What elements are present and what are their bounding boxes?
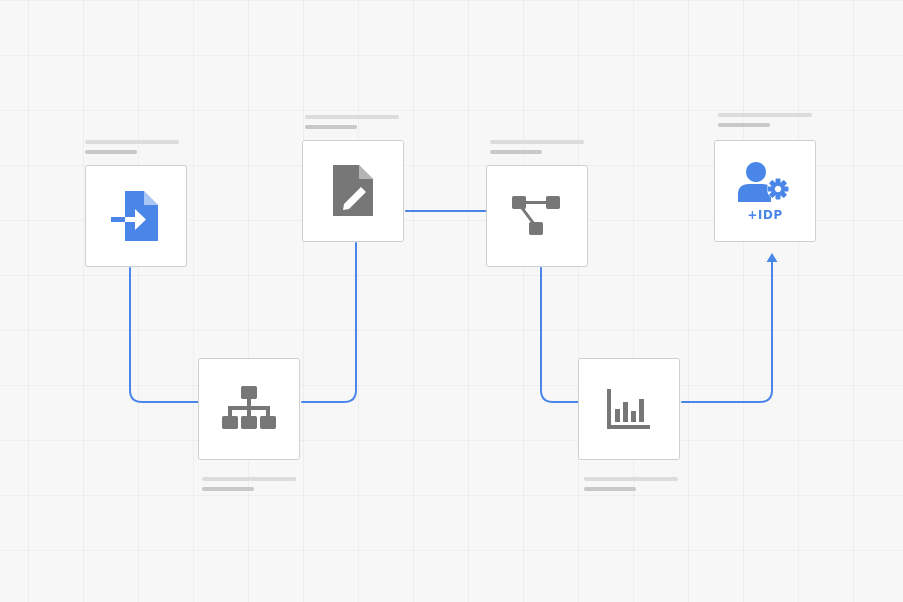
- node-workflow[interactable]: [486, 165, 588, 267]
- file-import-icon: [108, 188, 164, 244]
- user-settings-icon: [736, 160, 794, 204]
- caption-hierarchy: [202, 477, 298, 491]
- arrowhead-icon: [766, 253, 778, 262]
- node-idp[interactable]: +IDP: [714, 140, 816, 242]
- org-chart-icon: [221, 386, 277, 432]
- caption-analytics: [584, 477, 680, 491]
- caption-edit: [305, 115, 401, 129]
- caption-import: [85, 140, 181, 154]
- connector-workflow-to-analytics: [540, 267, 579, 403]
- file-edit-icon: [330, 163, 376, 219]
- connector-analytics-to-idp: [681, 261, 773, 403]
- idp-label: +IDP: [747, 208, 783, 222]
- node-file-import[interactable]: [85, 165, 187, 267]
- caption-workflow: [490, 140, 586, 154]
- caption-idp: [718, 113, 814, 127]
- connector-import-to-hierarchy: [129, 267, 199, 403]
- node-hierarchy[interactable]: [198, 358, 300, 460]
- connector-hierarchy-to-edit: [301, 242, 357, 403]
- workflow-icon: [510, 194, 564, 238]
- node-file-edit[interactable]: [302, 140, 404, 242]
- node-analytics[interactable]: [578, 358, 680, 460]
- bar-chart-icon: [605, 387, 653, 431]
